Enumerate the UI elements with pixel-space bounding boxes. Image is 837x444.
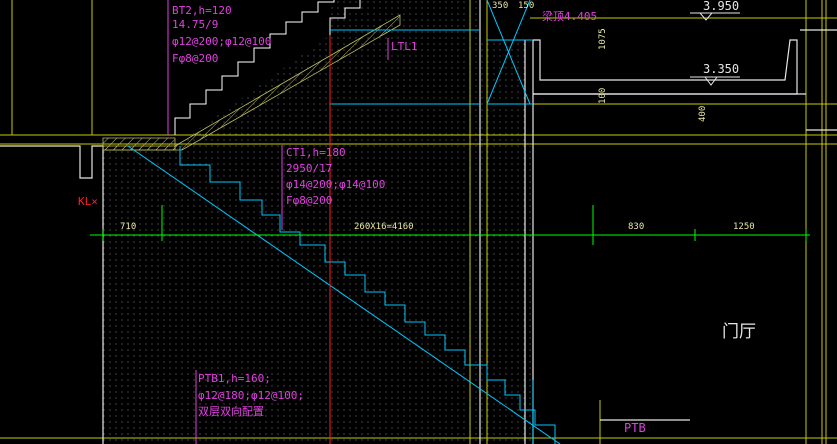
core-cross-2 xyxy=(486,0,531,105)
left-wall-step xyxy=(0,145,104,444)
ct1-line-2: 2950/17 xyxy=(286,162,332,175)
fill-upper-block xyxy=(330,0,480,146)
upper-flight-steps xyxy=(174,0,335,135)
dim-v3: 400 xyxy=(698,106,708,122)
dimension-chain xyxy=(90,205,810,245)
ct1-line-4: Fφ8@200 xyxy=(286,194,332,207)
dim-v1: 1075 xyxy=(598,28,608,50)
dim-v2: 100 xyxy=(598,88,608,104)
dim-150-label: 150 xyxy=(518,1,534,11)
dimension-labels: 710 260X16=4160 830 1250 1075 100 400 xyxy=(120,28,755,232)
level-a-label: 3.950 xyxy=(703,0,739,13)
ptb1-line-3: 双层双向配置 xyxy=(198,404,264,418)
bt2-line-1: BT2,h=120 xyxy=(172,4,232,17)
dim-left: 710 xyxy=(120,222,136,232)
hatched-slabs xyxy=(102,14,401,151)
fill-upper-stair xyxy=(175,35,330,146)
annotation-leaders xyxy=(167,0,389,444)
level-marker-a-tri xyxy=(698,12,714,21)
bt2-label-block: BT2,h=120 14.75/9 φ12@200;φ12@100 Fφ8@20… xyxy=(172,4,271,65)
ct1-label-block: CT1,h=180 2950/17 φ14@200;φ14@100 Fφ8@20… xyxy=(286,146,385,207)
lower-stair xyxy=(127,0,561,444)
ptb1-line-2: φ12@180;φ12@100; xyxy=(198,389,304,402)
ct1-line-3: φ14@200;φ14@100 xyxy=(286,178,385,191)
ltl1-label: LTL1 xyxy=(391,40,418,53)
kl-label: KL× xyxy=(78,195,98,208)
ptb-label: PTB xyxy=(624,421,646,435)
upper-flight-steps-2 xyxy=(329,0,361,35)
room-label-lobby: 门厅 xyxy=(722,322,756,342)
label-top-2: 梁顶4.405 xyxy=(542,9,597,23)
lower-flight-soffit xyxy=(127,145,561,444)
bt2-line-2: 14.75/9 xyxy=(172,18,218,31)
bt2-line-4: Fφ8@200 xyxy=(172,52,218,65)
dim-right: 1250 xyxy=(733,222,755,232)
dim-span: 260X16=4160 xyxy=(354,222,414,232)
dim-mid: 830 xyxy=(628,222,644,232)
dim-350-label: 350 xyxy=(492,1,508,11)
beam-gutter xyxy=(533,39,798,95)
stairs xyxy=(174,0,361,135)
lower-flight-steps xyxy=(179,146,556,444)
ptb1-label-block: PTB1,h=160; φ12@180;φ12@100; 双层双向配置 xyxy=(198,372,304,418)
level-b-label: 3.350 xyxy=(703,62,739,76)
ptb1-line-1: PTB1,h=160; xyxy=(198,372,271,385)
level-marker-b-tri xyxy=(704,76,718,86)
dotted-fill-regions xyxy=(103,0,533,444)
landing-slab-hatch xyxy=(102,137,176,151)
elevation-markers xyxy=(690,12,740,86)
fill-lower-block xyxy=(103,146,533,444)
ct1-line-1: CT1,h=180 xyxy=(286,146,346,159)
bt2-line-3: φ12@200;φ12@100 xyxy=(172,35,271,48)
